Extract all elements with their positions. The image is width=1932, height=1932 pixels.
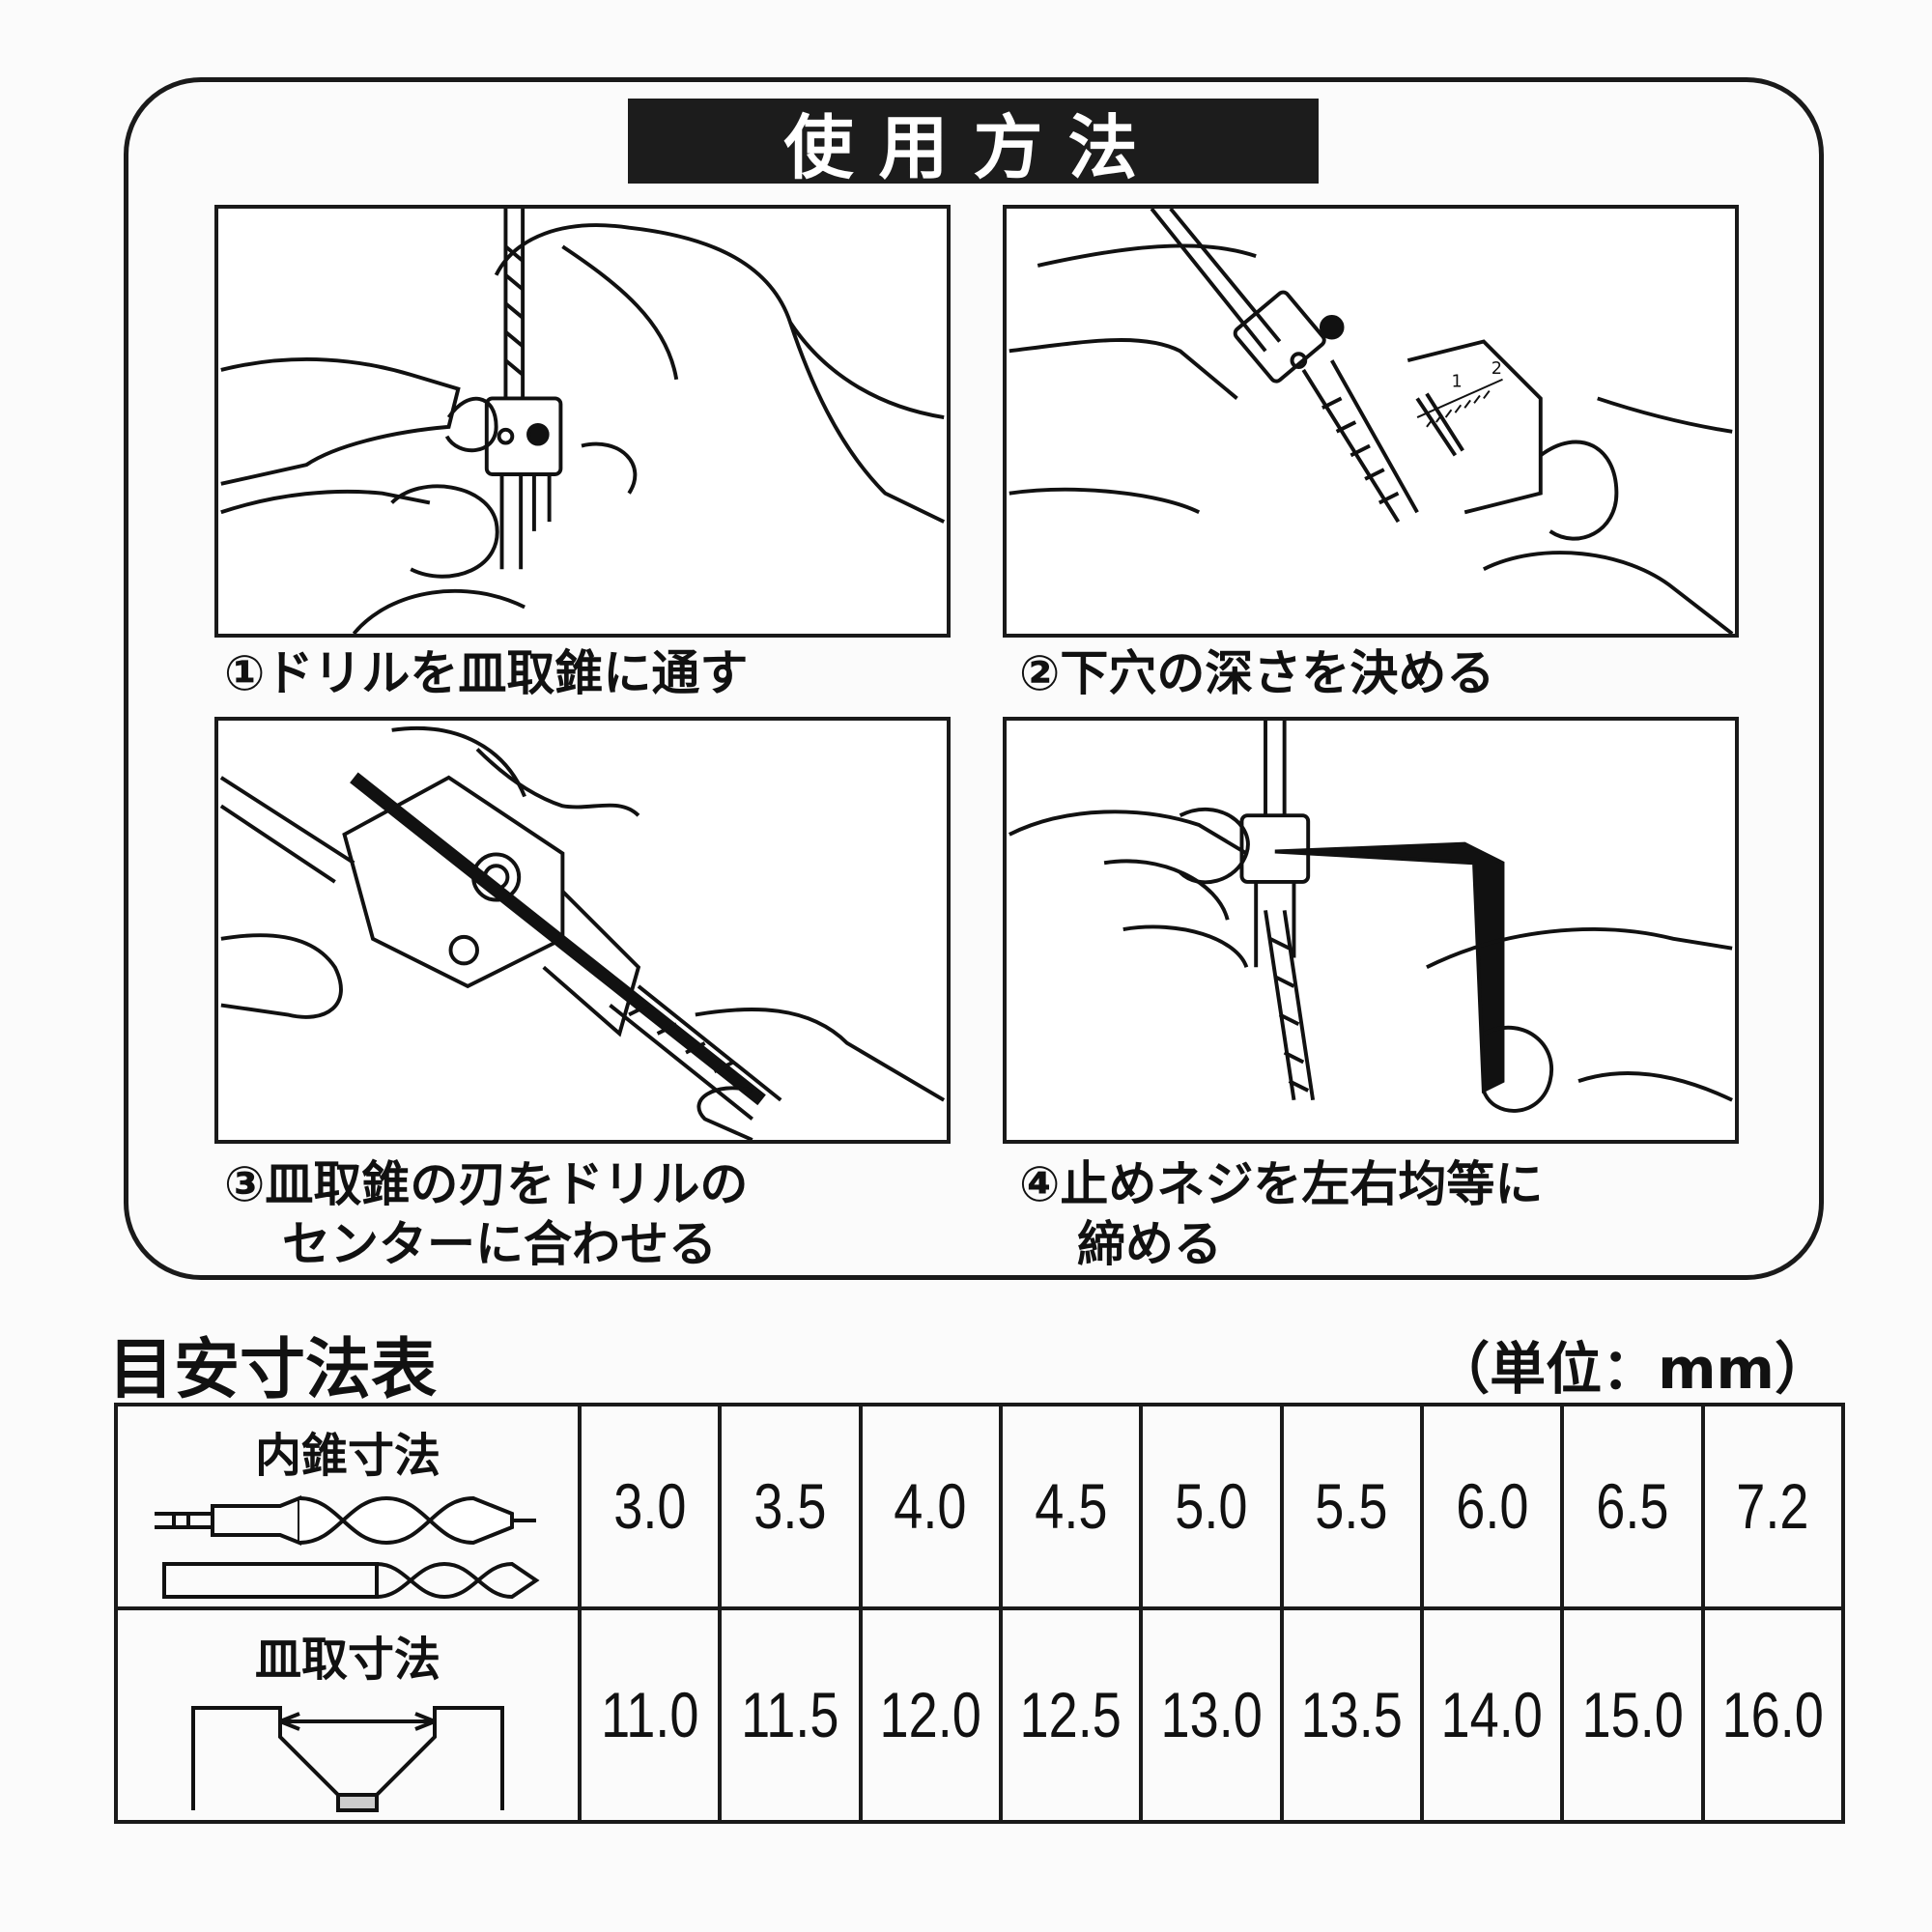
ruler-mark-1: 1 bbox=[1451, 373, 1462, 392]
inner-dim-cell: 3.0 bbox=[577, 1403, 723, 1610]
countersink-dim-cell: 16.0 bbox=[1700, 1605, 1846, 1825]
step-4-caption: ④止めネジを左右均等に 締める bbox=[1019, 1156, 1544, 1272]
table-row: 皿取寸法 11.0 11.5 12.0 12.5 13.0 13.5 14.0 … bbox=[114, 1605, 1846, 1825]
table-title: 目安寸法表 bbox=[108, 1332, 438, 1408]
row-header-countersink: 皿取寸法 bbox=[114, 1605, 582, 1825]
table-row: 内錐寸法 3.0 3.5 4.0 4.5 5.0 5.5 6.0 6.5 7.2 bbox=[114, 1403, 1846, 1610]
row-label: 皿取寸法 bbox=[254, 1633, 440, 1688]
row-label: 内錐寸法 bbox=[254, 1429, 440, 1484]
countersink-dim-cell: 15.0 bbox=[1560, 1605, 1705, 1825]
inner-dim-cell: 6.0 bbox=[1419, 1403, 1565, 1610]
inner-dim-cell: 4.5 bbox=[998, 1403, 1144, 1610]
row-header-inner-drill: 内錐寸法 bbox=[114, 1403, 582, 1610]
step-2-caption: ②下穴の深さを決める bbox=[1019, 645, 1495, 701]
countersink-dim-cell: 14.0 bbox=[1419, 1605, 1565, 1825]
step-1-caption: ①ドリルを皿取錐に通す bbox=[224, 645, 749, 701]
instructions-frame bbox=[124, 77, 1824, 1280]
countersink-profile-icon bbox=[191, 1706, 504, 1813]
inner-dim-cell: 5.5 bbox=[1279, 1403, 1424, 1610]
countersink-dim-cell: 13.5 bbox=[1279, 1605, 1424, 1825]
inner-dim-cell: 7.2 bbox=[1700, 1403, 1846, 1610]
countersink-dim-cell: 12.0 bbox=[858, 1605, 1003, 1825]
unit-label: （単位：mm） bbox=[1434, 1336, 1831, 1402]
ruler-mark-2: 2 bbox=[1492, 359, 1502, 379]
inner-dim-cell: 4.0 bbox=[858, 1403, 1003, 1610]
dimension-table: 内錐寸法 3.0 3.5 4.0 4.5 5.0 5.5 6.0 6.5 7.2… bbox=[114, 1403, 1846, 1825]
step-3-illustration bbox=[214, 717, 951, 1144]
step-1-illustration bbox=[214, 205, 951, 638]
inner-dim-cell: 6.5 bbox=[1560, 1403, 1705, 1610]
countersink-dim-cell: 11.5 bbox=[718, 1605, 863, 1825]
countersink-dim-cell: 11.0 bbox=[577, 1605, 723, 1825]
step-2-illustration: 1 2 bbox=[1003, 205, 1739, 638]
step-4-illustration bbox=[1003, 717, 1739, 1144]
inner-dim-cell: 5.0 bbox=[1139, 1403, 1284, 1610]
inner-dim-cell: 3.5 bbox=[718, 1403, 863, 1610]
section-title: 使用方法 bbox=[628, 99, 1319, 188]
step-3-caption: ③皿取錐の刃をドリルの センターに合わせる bbox=[224, 1156, 749, 1272]
countersink-dim-cell: 12.5 bbox=[998, 1605, 1144, 1825]
countersink-dim-cell: 13.0 bbox=[1139, 1605, 1284, 1825]
drill-bits-icon bbox=[155, 1495, 540, 1600]
